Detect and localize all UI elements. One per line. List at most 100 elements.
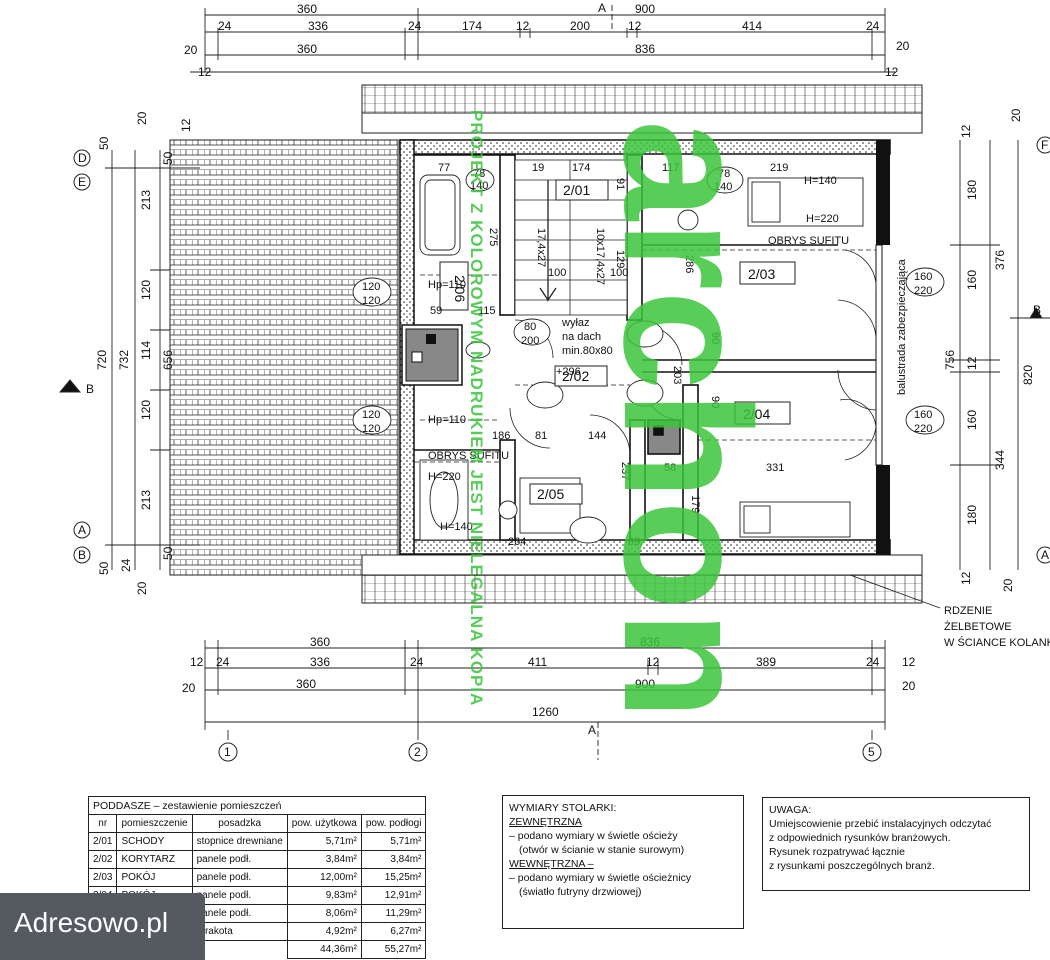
- dim-115: 115: [478, 305, 496, 317]
- joinery-note-title: WYMIARY STOLARKI:: [509, 802, 617, 814]
- ceiling-outline-label-1: OBRYS SUFITU: [768, 235, 849, 247]
- room-204-label: 2/04: [743, 406, 770, 422]
- dim-bottom-836: 836: [640, 635, 660, 649]
- dim-bottom-24a: 24: [216, 655, 230, 669]
- dim-bottom-20a: 20: [182, 681, 196, 695]
- hatch-label-3: min.80x80: [562, 345, 613, 357]
- dim-top-174: 174: [462, 19, 482, 33]
- axis-b-left: B: [78, 548, 86, 562]
- window-120c-label: 120: [362, 409, 380, 421]
- height-140-label-1: H=140: [804, 175, 837, 187]
- window-220-label: 220: [914, 285, 932, 297]
- copy-watermark-text: PROJEKT Z KOLOROWYM NADRUKIEM JEST NIELE…: [467, 110, 486, 707]
- dim-right-756: 756: [943, 350, 957, 370]
- header-floor: posadzka: [191, 814, 288, 833]
- height-140-label-2: H=140: [440, 521, 473, 533]
- dim-top-12b: 12: [628, 19, 642, 33]
- room-205-box: [529, 483, 583, 505]
- dim-59: 59: [430, 305, 442, 317]
- dim-top-336: 336: [308, 19, 328, 33]
- dim-bottom-12b: 12: [646, 655, 660, 669]
- right-dimensions: [950, 140, 1050, 570]
- dim-right-160b: 160: [965, 410, 979, 430]
- total-usable-area: 44,36m²: [286, 940, 362, 959]
- hatch-label: wyłaz: [561, 317, 590, 329]
- dim-right-180b: 180: [965, 505, 979, 525]
- dim-right-20a: 20: [1009, 108, 1023, 122]
- dim-90a: 90: [709, 332, 721, 344]
- section-b-left: B: [86, 382, 94, 396]
- hp-label-2: Hp=110: [428, 414, 466, 426]
- axis-5: 5: [868, 745, 875, 759]
- remarks-line2: z odpowiednich rysunków branżowych.: [769, 832, 951, 844]
- section-b-right: B: [1033, 303, 1041, 317]
- dim-129: 129: [614, 250, 626, 268]
- dim-237: 237: [619, 462, 631, 480]
- joinery-note-ext: ZEWNĘTRZNA: [509, 816, 582, 828]
- dim-bottom-360b: 360: [296, 677, 316, 691]
- height-220-label-1: H=220: [806, 213, 839, 225]
- dim-90b: 90: [709, 396, 721, 408]
- dim-81: 81: [535, 430, 547, 442]
- dim-top-12c: 12: [198, 65, 212, 79]
- ceiling-outline-label-2: OBRYS SUFITU: [428, 450, 509, 462]
- bathroom-fixtures: [419, 174, 491, 541]
- archon-watermark-logo: archon: [586, 120, 787, 720]
- door-200-label: 200: [521, 335, 539, 347]
- room-206-box: [439, 261, 469, 311]
- dim-179: 179: [689, 495, 701, 513]
- rdzenie-line3: W ŚCIANCE KOLANKOWEJ: [944, 636, 1050, 649]
- dim-91: 91: [614, 178, 626, 190]
- dim-bottom-12a: 12: [190, 655, 204, 669]
- dim-77: 77: [438, 162, 450, 174]
- remarks-line1: Umiejscowienie przebić instalacyjnych od…: [769, 818, 992, 830]
- dim-left-114: 114: [139, 341, 153, 360]
- dim-left-20a: 20: [135, 111, 149, 125]
- axis-e: E: [78, 175, 86, 189]
- dim-top-836: 836: [635, 42, 655, 56]
- joinery-note-ext2: (otwór w ścianie w stanie surowym): [519, 844, 685, 856]
- dim-78-room203: 78: [718, 168, 730, 180]
- dim-bottom-12c: 12: [902, 655, 916, 669]
- dim-right-12: 12: [965, 356, 979, 370]
- dim-top-20b: 20: [896, 39, 910, 53]
- dim-top-12a: 12: [516, 19, 530, 33]
- dim-right-160a: 160: [965, 270, 979, 290]
- room-203-label: 2/03: [748, 266, 775, 282]
- room-table-title: PODDASZE – zestawienie pomieszczeń: [87, 796, 427, 815]
- room-203-box: [739, 261, 796, 285]
- dim-144: 144: [588, 430, 606, 442]
- remarks-note: UWAGA: Umiejscowienie przebić instalacyj…: [762, 797, 1030, 891]
- dim-286: 286: [683, 255, 695, 273]
- table-totals-row: 44,36m² 55,27m²: [89, 940, 427, 959]
- dim-top-20a: 20: [184, 43, 198, 57]
- dim-174: 174: [572, 162, 590, 174]
- header-usable-area: pow. użytkowa: [286, 814, 362, 833]
- dim-bottom-24c: 24: [866, 655, 880, 669]
- window-markers: [352, 166, 945, 544]
- adresowo-badge[interactable]: Adresowo.pl: [0, 893, 205, 960]
- level-296: +296: [556, 366, 581, 378]
- dim-left-50d: 50: [97, 561, 111, 575]
- header-nr: nr: [87, 814, 118, 833]
- dim-186: 186: [492, 430, 510, 442]
- dim-top-414: 414: [742, 19, 762, 33]
- dim-right-376: 376: [993, 250, 1007, 270]
- axis-a-left: A: [78, 523, 86, 537]
- dim-69: 69: [628, 536, 640, 548]
- dim-left-656: 656: [161, 350, 175, 370]
- dim-100b: 100: [610, 267, 628, 279]
- dim-bottom-411: 411: [528, 655, 547, 669]
- dim-left-50a: 50: [161, 151, 175, 165]
- axis-a-right: A: [1041, 548, 1049, 562]
- dim-100a: 100: [548, 267, 566, 279]
- eave-top: [361, 84, 923, 114]
- header-floor-area: pow. podłogi: [360, 814, 427, 833]
- window-120b-label: 120: [362, 295, 380, 307]
- stair-spec-2: 10x17,4x27: [594, 228, 606, 285]
- dim-top-12d: 12: [885, 65, 899, 79]
- joinery-note-ext1: – podano wymiary w świetle ościeży: [509, 830, 678, 842]
